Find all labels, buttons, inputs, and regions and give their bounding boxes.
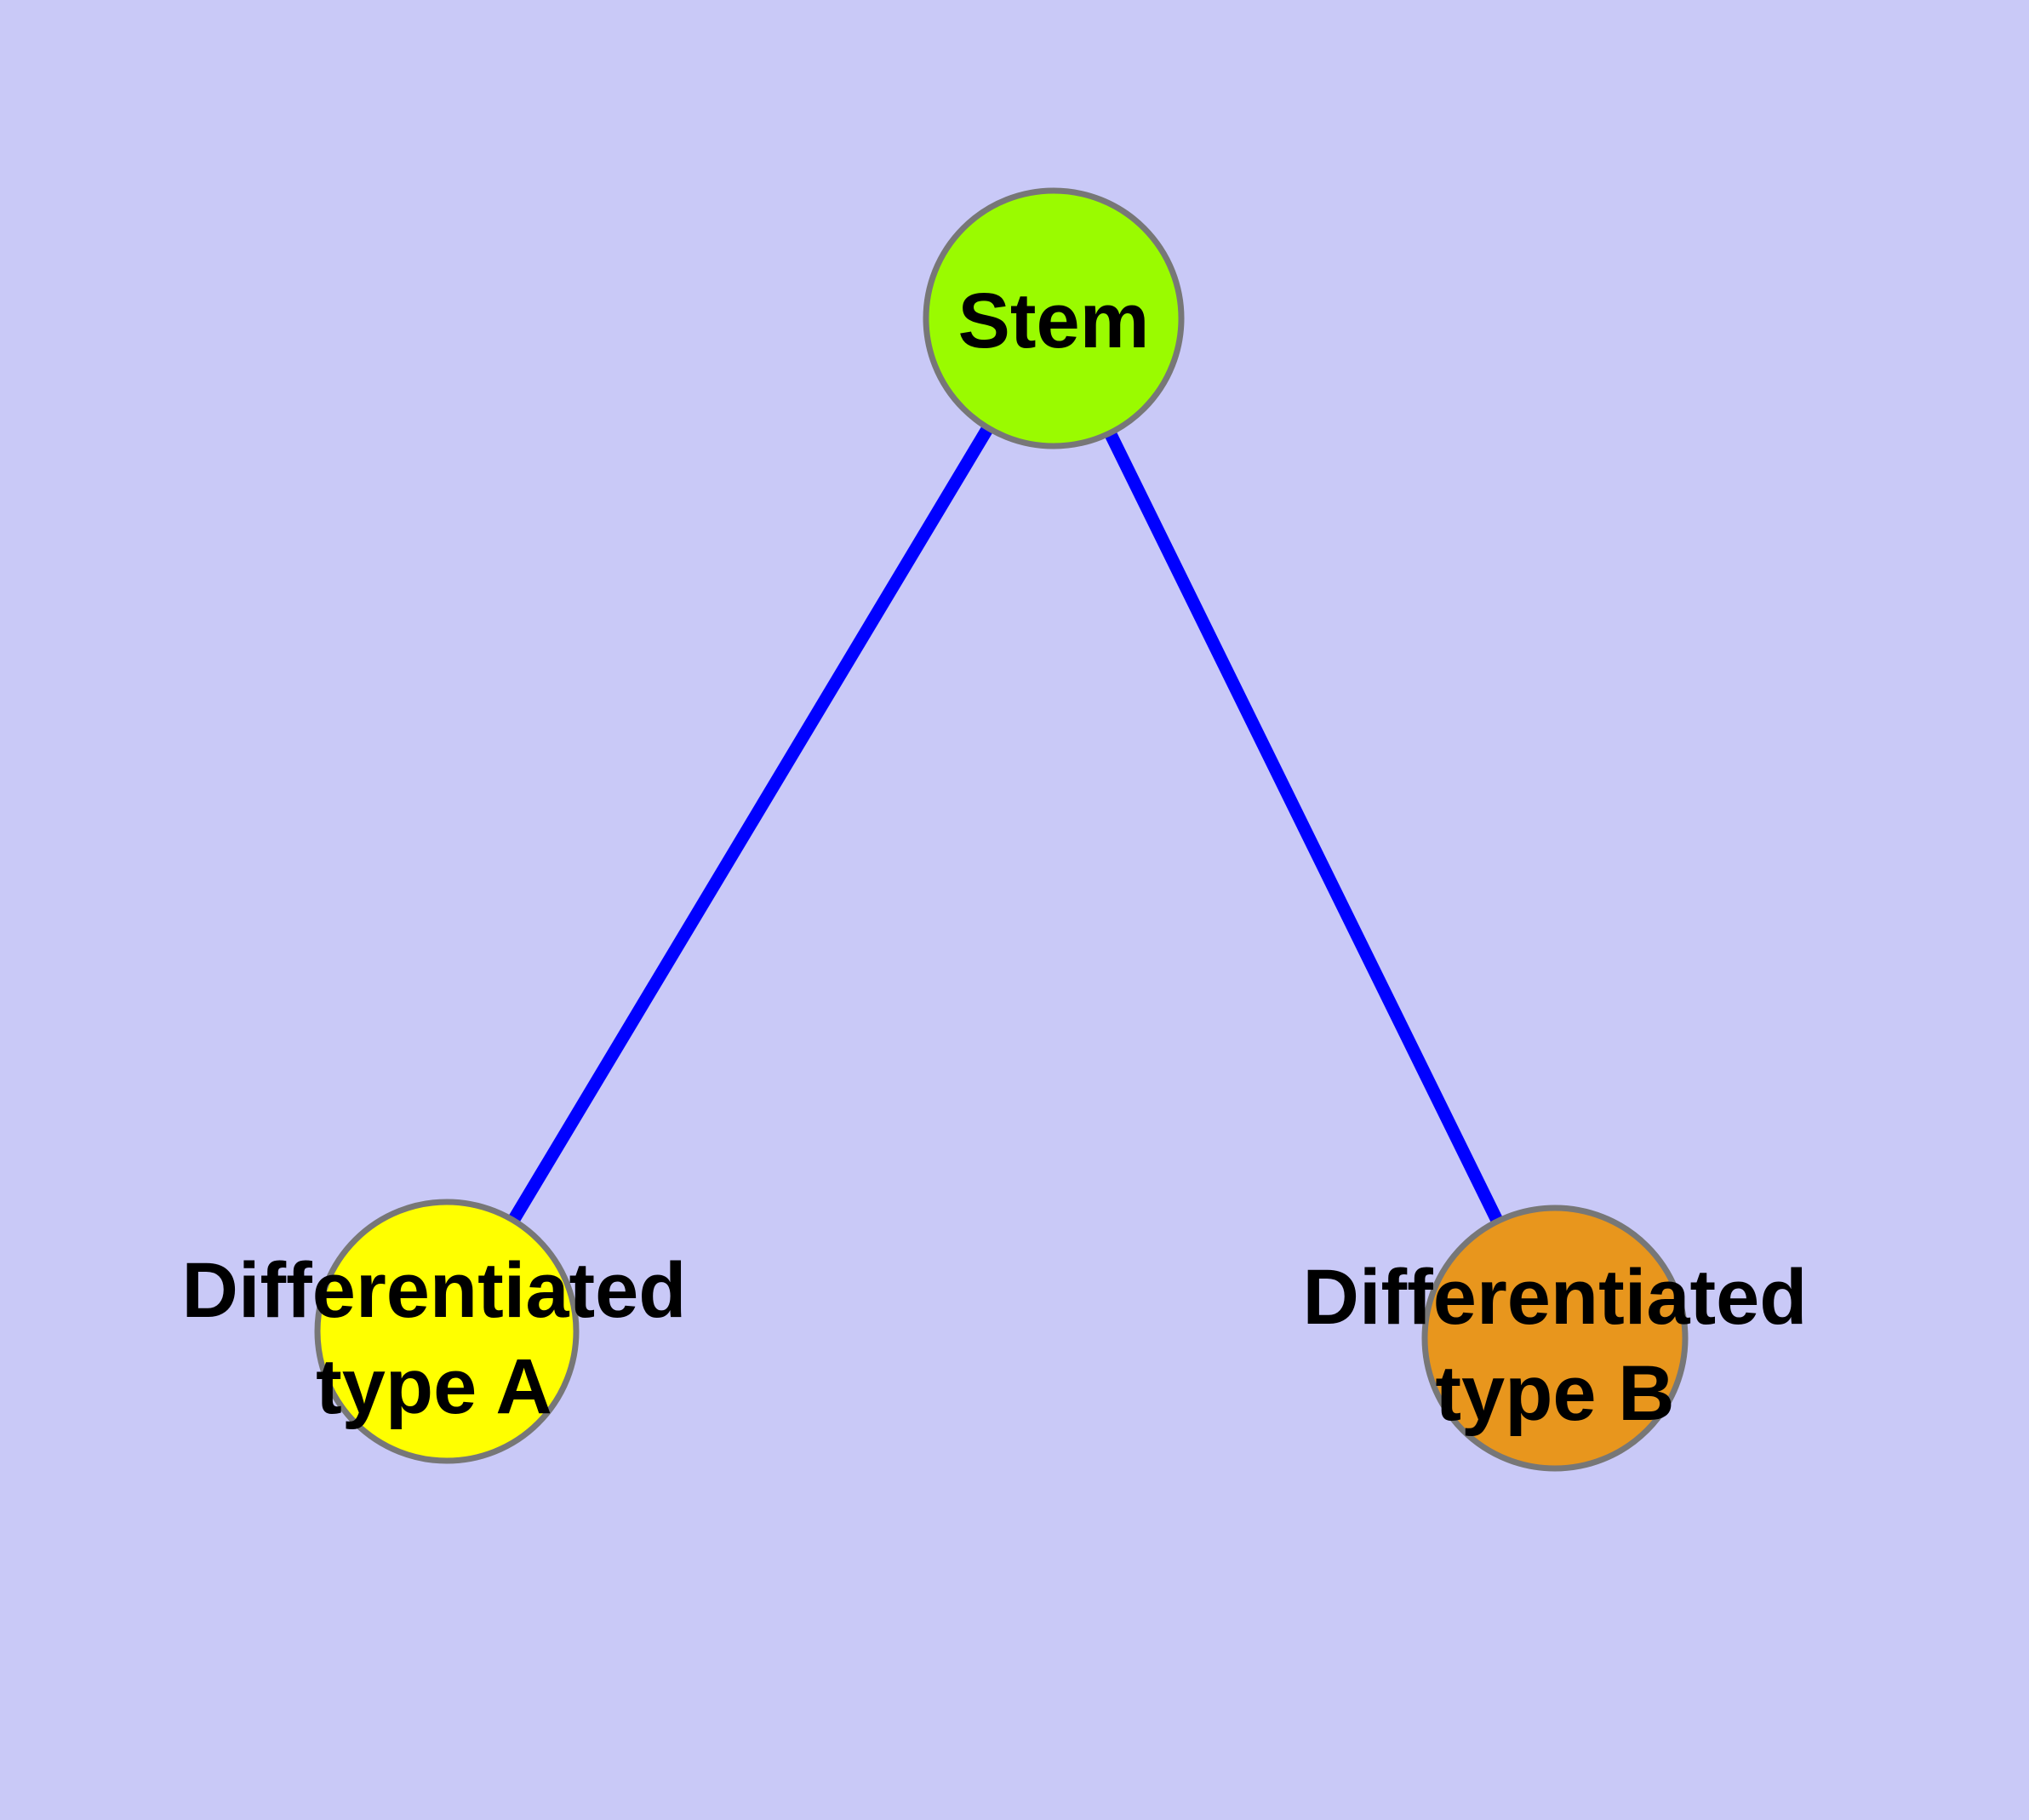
node-label-differentiated-type-a-line-1: Differentiated [182, 1247, 687, 1334]
node-differentiated-type-a [314, 1199, 580, 1464]
node-stem [923, 187, 1185, 449]
node-differentiated-type-b [1421, 1205, 1689, 1472]
edge-stem-to-differentiated-type-a [441, 315, 1060, 1335]
node-label-stem: Stem [958, 278, 1150, 364]
node-label-differentiated-type-b-line-1: Differentiated [1303, 1254, 1808, 1341]
node-label-differentiated-type-b-line-2: type B [1435, 1350, 1674, 1437]
node-label-differentiated-type-a-line-2: type A [316, 1343, 552, 1430]
edge-stem-to-differentiated-type-b [1048, 315, 1561, 1342]
